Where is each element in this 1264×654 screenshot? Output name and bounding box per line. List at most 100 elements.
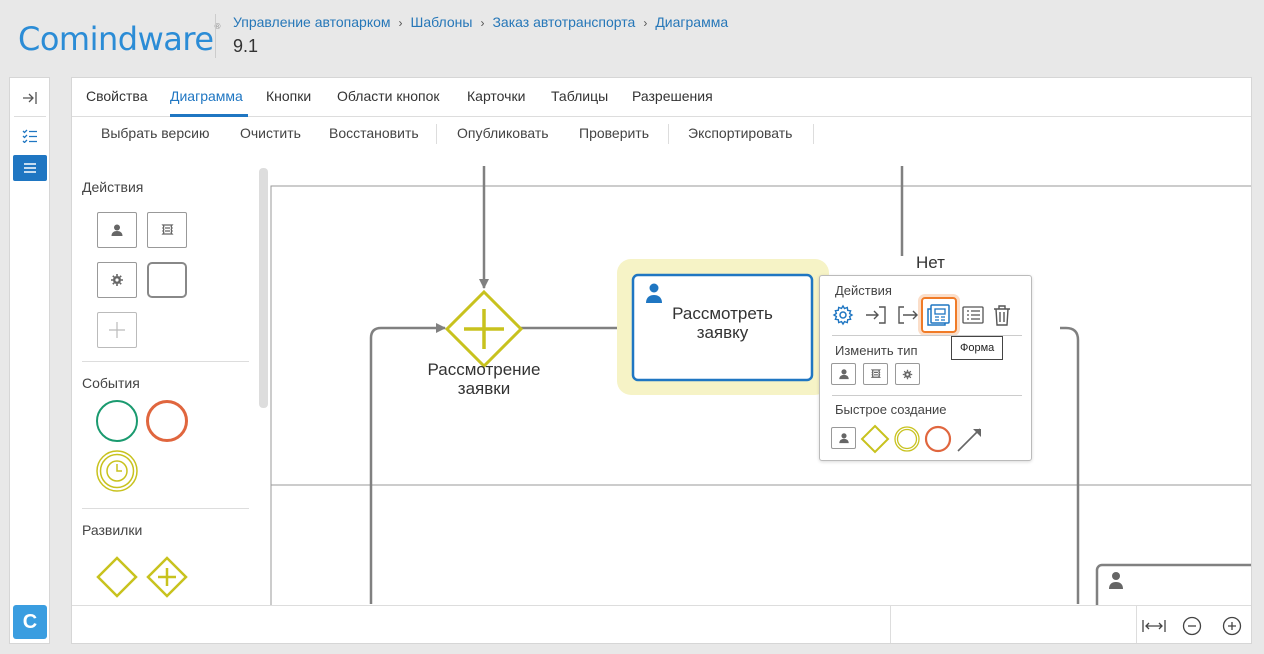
palette-divider — [82, 508, 249, 509]
toolbar-divider — [813, 124, 814, 144]
element-context-menu: Действия Изменить тип Быстрое создание — [819, 275, 1032, 461]
script-icon — [870, 369, 882, 378]
popup-divider — [832, 335, 1022, 336]
clear-button[interactable]: Очистить — [240, 125, 301, 141]
form-tooltip: Форма — [951, 336, 1004, 360]
palette-gateways-title: Развилки — [82, 522, 143, 538]
palette-actions-title: Действия — [82, 179, 144, 195]
palette-events-title: События — [82, 375, 140, 391]
pool-lanes — [270, 185, 1251, 605]
change-type-service-task[interactable] — [895, 363, 920, 385]
gear-icon — [902, 369, 913, 379]
script-icon — [161, 224, 174, 235]
palette-divider — [82, 361, 249, 362]
quick-create-intermediate-event[interactable] — [892, 424, 922, 454]
comindware-logo[interactable]: Comindware® — [18, 20, 221, 58]
palette-add-button[interactable] — [97, 312, 137, 348]
popup-quick-create-title: Быстрое создание — [835, 402, 947, 417]
fit-width-icon[interactable] — [1141, 614, 1167, 638]
tab-cards[interactable]: Карточки — [467, 88, 526, 104]
user-task-partial[interactable] — [1095, 563, 1252, 606]
gateway-label: Рассмотрение заявки — [400, 360, 568, 398]
quick-create-gateway[interactable] — [860, 424, 890, 454]
palette-parallel-gateway[interactable] — [144, 554, 190, 600]
menu-list-icon[interactable] — [13, 155, 47, 181]
task-label-line1: Рассмотреть — [672, 304, 773, 323]
tab-diagram[interactable]: Диаграмма — [170, 88, 243, 104]
user-icon — [646, 283, 662, 303]
change-type-script-task[interactable] — [863, 363, 888, 385]
app-switcher-button[interactable]: C — [13, 605, 47, 639]
chevron-right-icon: › — [480, 16, 485, 30]
sign-out-icon[interactable] — [895, 302, 921, 328]
select-version-button[interactable]: Выбрать версию — [101, 125, 210, 141]
breadcrumb-item-fleet[interactable]: Управление автопарком — [233, 14, 391, 30]
canvas-footer — [72, 605, 1251, 643]
diagram-svg — [270, 166, 1252, 606]
footer-divider — [1136, 606, 1137, 643]
change-type-user-task[interactable] — [831, 363, 856, 385]
chevron-right-icon: › — [398, 16, 403, 30]
gateway-label-line1: Рассмотрение — [427, 360, 541, 379]
element-palette: Действия События Развилки — [72, 164, 258, 604]
list-icon[interactable] — [960, 302, 986, 328]
gear-icon — [111, 274, 123, 286]
settings-gear-icon[interactable] — [830, 302, 856, 328]
zoom-in-icon[interactable] — [1219, 614, 1245, 638]
sign-in-icon[interactable] — [863, 302, 889, 328]
form-icon[interactable] — [921, 297, 957, 333]
parallel-gateway-review[interactable] — [444, 289, 524, 369]
tab-buttons[interactable]: Кнопки — [266, 88, 312, 104]
popup-change-type-title: Изменить тип — [835, 343, 918, 358]
restore-button[interactable]: Восстановить — [329, 125, 419, 141]
user-icon — [838, 433, 849, 444]
breadcrumb-item-diagram[interactable]: Диаграмма — [655, 14, 729, 30]
breadcrumb: Управление автопарком › Шаблоны › Заказ авто… — [233, 14, 728, 30]
breadcrumb-item-order[interactable]: Заказ автотранспорта — [492, 14, 636, 30]
footer-divider — [890, 606, 891, 643]
quick-create-end-event[interactable] — [923, 424, 953, 454]
chevron-right-icon: › — [643, 16, 648, 30]
toolbar: Выбрать версию Очистить Восстановить Опу… — [72, 117, 1251, 151]
palette-script-task[interactable] — [147, 212, 187, 248]
tab-properties[interactable]: Свойства — [86, 88, 148, 104]
palette-scrollbar[interactable] — [259, 168, 268, 408]
expand-sidebar-icon[interactable] — [13, 85, 47, 111]
quick-create-connector-arrow-icon[interactable] — [955, 424, 985, 454]
validate-button[interactable]: Проверить — [579, 125, 650, 141]
user-icon — [838, 369, 849, 380]
quick-create-user-task[interactable] — [831, 427, 856, 449]
zoom-out-icon[interactable] — [1179, 614, 1205, 638]
export-button[interactable]: Экспортировать — [688, 125, 793, 141]
task-label-line2: заявку — [696, 323, 749, 342]
tab-permissions[interactable]: Разрешения — [632, 88, 713, 104]
toolbar-divider — [436, 124, 437, 144]
sequence-flows — [369, 166, 1080, 604]
header-divider — [215, 14, 216, 58]
rail-divider — [14, 116, 46, 117]
main-panel: Свойства Диаграмма Кнопки Области кнопок… — [71, 77, 1252, 644]
flow-label-no: Нет — [916, 253, 945, 272]
diagram-canvas[interactable]: Рассмотрение заявки Рассмотреть заявку Н… — [270, 164, 1252, 606]
gateway-label-line2: заявки — [457, 379, 511, 398]
palette-end-event[interactable] — [144, 398, 190, 444]
user-task-review[interactable] — [617, 259, 829, 395]
toolbar-divider — [668, 124, 669, 144]
palette-user-task[interactable] — [97, 212, 137, 248]
palette-empty-task[interactable] — [147, 262, 187, 298]
trash-icon[interactable] — [989, 302, 1015, 328]
palette-timer-event[interactable] — [94, 448, 140, 494]
checklist-icon[interactable] — [13, 123, 47, 149]
version-label: 9.1 — [233, 36, 259, 56]
palette-exclusive-gateway[interactable] — [94, 554, 140, 600]
breadcrumb-item-templates[interactable]: Шаблоны — [410, 14, 473, 30]
tab-tables[interactable]: Таблицы — [551, 88, 609, 104]
palette-service-task[interactable] — [97, 262, 137, 298]
publish-button[interactable]: Опубликовать — [457, 125, 549, 141]
palette-start-event[interactable] — [94, 398, 140, 444]
tab-bar: Свойства Диаграмма Кнопки Области кнопок… — [72, 78, 1251, 117]
left-rail: C — [9, 77, 50, 644]
popup-actions-title: Действия — [835, 283, 892, 298]
active-tab-indicator — [170, 114, 248, 117]
tab-button-areas[interactable]: Области кнопок — [337, 88, 440, 104]
